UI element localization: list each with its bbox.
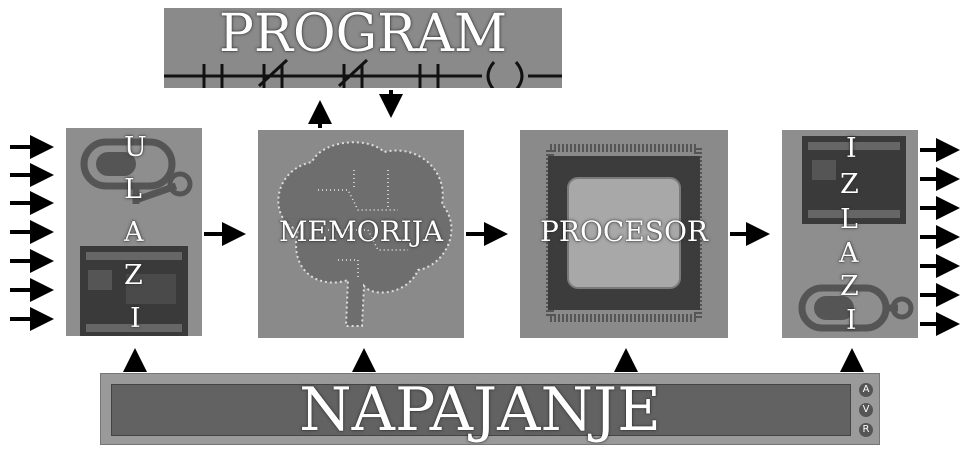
processor-block: PROCESOR bbox=[520, 130, 728, 338]
program-label: PROGRAM bbox=[218, 8, 508, 64]
power-block: NAPAJANJE A V R bbox=[100, 373, 880, 445]
program-block: PROGRAM bbox=[164, 8, 562, 88]
sensor-icon bbox=[80, 138, 193, 204]
outputs-block bbox=[782, 130, 918, 338]
outputs-letter-a: A bbox=[839, 238, 859, 269]
inputs-letter-l: L bbox=[124, 174, 142, 205]
inputs-letter-a: A bbox=[124, 217, 144, 248]
power-display bbox=[111, 384, 851, 436]
plc-module-icon bbox=[80, 246, 188, 336]
outputs-letter-i: I bbox=[846, 133, 857, 164]
brain-circuit-icon bbox=[277, 141, 453, 327]
sensor-icon bbox=[798, 284, 914, 332]
power-badge-r: R bbox=[859, 423, 873, 437]
memory-block: MEMORIJA bbox=[258, 130, 464, 338]
cpu-chip-icon bbox=[546, 144, 702, 322]
plc-module-icon bbox=[802, 136, 906, 224]
outputs-letter-l: L bbox=[840, 204, 858, 235]
ladder-logic-icon bbox=[164, 58, 562, 88]
outputs-letter-i-2: I bbox=[846, 305, 857, 336]
outputs-letter-z: Z bbox=[840, 169, 859, 200]
power-badge-a: A bbox=[859, 383, 873, 397]
power-badge-v: V bbox=[859, 403, 873, 417]
power-label: NAPAJANJE bbox=[299, 375, 661, 445]
inputs-letter-i: I bbox=[130, 303, 141, 334]
inputs-block bbox=[66, 128, 202, 336]
inputs-letter-u: U bbox=[124, 132, 147, 163]
inputs-letter-z: Z bbox=[124, 260, 143, 291]
processor-label: PROCESOR bbox=[540, 215, 708, 248]
outputs-letter-z-2: Z bbox=[840, 271, 859, 302]
memory-label: MEMORIJA bbox=[278, 215, 444, 248]
